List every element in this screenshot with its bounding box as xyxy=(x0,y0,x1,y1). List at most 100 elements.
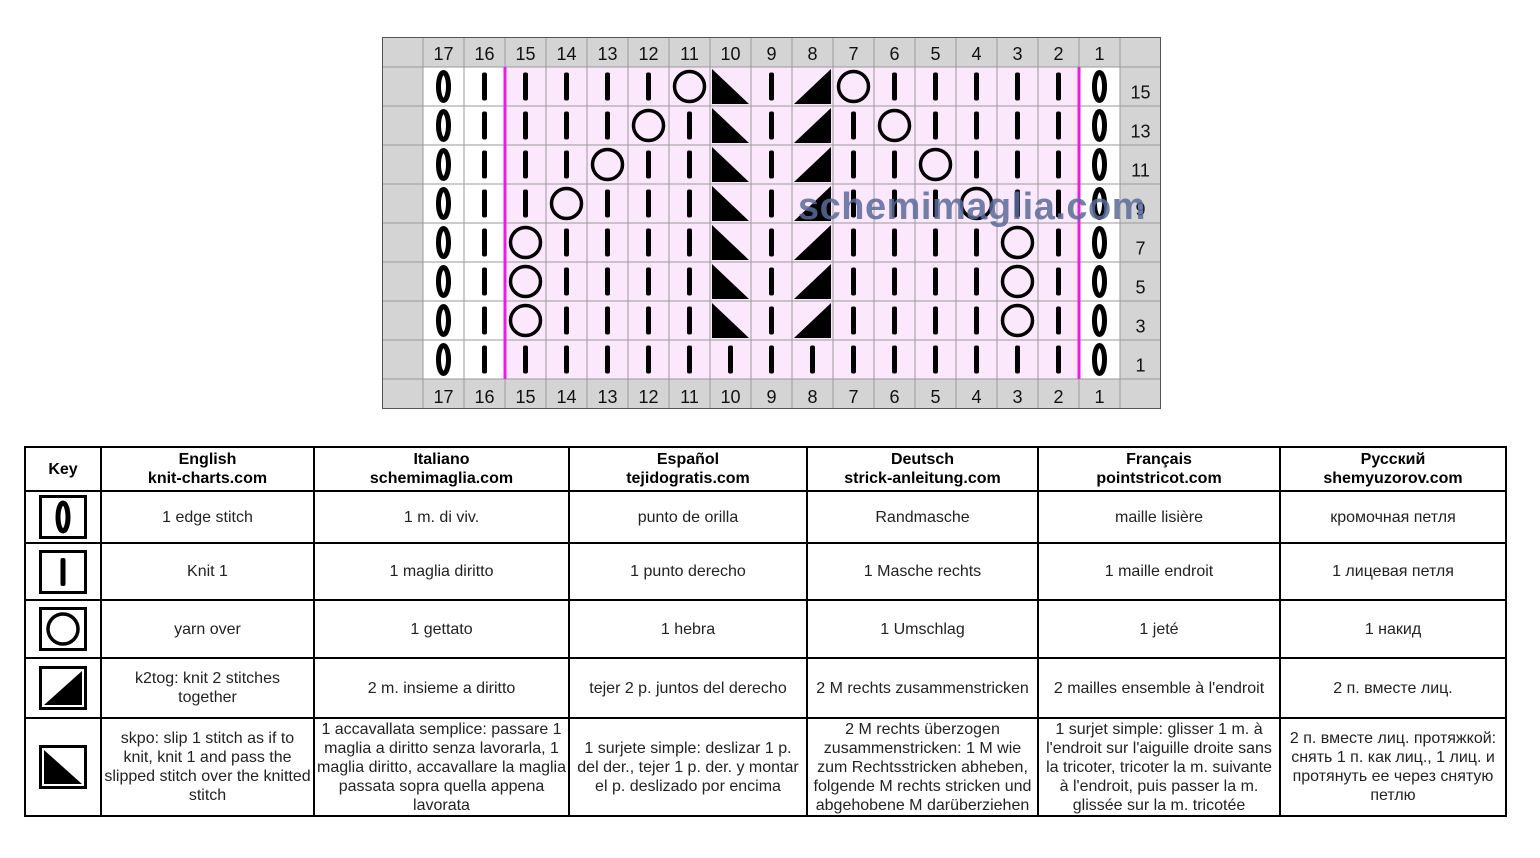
knit-icon xyxy=(687,306,692,335)
knit-icon xyxy=(605,345,610,374)
header-website: schemimaglia.com xyxy=(369,470,514,487)
column-number-top: 6 xyxy=(889,44,899,64)
knit-icon xyxy=(564,150,569,179)
knit-icon xyxy=(646,150,651,179)
edge-stitch-icon xyxy=(436,343,451,376)
header-language: Key xyxy=(48,460,78,478)
key-symbol-box xyxy=(39,549,87,594)
knit-icon xyxy=(482,228,487,257)
knit-icon xyxy=(564,306,569,335)
knit-icon xyxy=(1015,111,1020,140)
key-translation-cell: 1 накид xyxy=(1279,599,1507,659)
key-row: skpo: slip 1 stitch as if to knit, knit … xyxy=(24,717,1507,817)
key-translation-cell: 1 edge stitch xyxy=(100,490,315,544)
key-translation-cell: 1 surjet simple: glisser 1 m. à l'endroi… xyxy=(1037,717,1281,817)
edge-stitch-icon xyxy=(1092,226,1107,259)
column-number-top: 13 xyxy=(597,44,617,64)
skpo-icon xyxy=(44,750,82,784)
knit-icon xyxy=(1015,345,1020,374)
knit-icon xyxy=(687,228,692,257)
key-symbol-cell xyxy=(24,599,102,659)
key-translation-cell: 1 лицевая петля xyxy=(1279,542,1507,601)
knit-icon xyxy=(974,72,979,101)
k2tog-icon xyxy=(794,264,831,299)
edge-stitch-icon xyxy=(1092,343,1107,376)
row-number: 1 xyxy=(1135,356,1145,376)
knit-icon xyxy=(892,150,897,179)
knit-icon xyxy=(523,189,528,218)
knit-icon xyxy=(687,267,692,296)
key-translation-cell: Randmasche xyxy=(806,490,1039,544)
edge-stitch-icon xyxy=(1092,304,1107,337)
column-number-top: 16 xyxy=(474,44,494,64)
column-number-top: 4 xyxy=(971,44,981,64)
column-number-bottom: 7 xyxy=(848,387,858,407)
yarn-over-icon xyxy=(918,147,953,182)
knit-icon xyxy=(933,111,938,140)
key-translation-cell: кромочная петля xyxy=(1279,490,1507,544)
column-number-top: 9 xyxy=(766,44,776,64)
knit-icon xyxy=(564,345,569,374)
column-number-bottom: 9 xyxy=(766,387,776,407)
knit-icon xyxy=(564,228,569,257)
yarn-over-icon xyxy=(836,69,871,104)
key-translation-cell: 1 gettato xyxy=(313,599,570,659)
knit-icon xyxy=(482,267,487,296)
knit-icon xyxy=(646,228,651,257)
key-column-header: Key xyxy=(24,446,102,492)
knit-icon xyxy=(851,345,856,374)
column-number-bottom: 3 xyxy=(1012,387,1022,407)
knit-icon xyxy=(851,267,856,296)
key-symbol-box xyxy=(39,745,87,789)
column-number-top: 10 xyxy=(720,44,740,64)
column-number-top: 2 xyxy=(1053,44,1063,64)
edge-stitch-icon xyxy=(1092,187,1107,220)
header-language: Русский xyxy=(1360,451,1426,468)
knit-icon xyxy=(1056,72,1061,101)
key-translation-cell: 1 maglia diritto xyxy=(313,542,570,601)
knit-icon xyxy=(974,150,979,179)
yarn-over-icon xyxy=(631,108,666,143)
knit-icon xyxy=(564,111,569,140)
key-translation-cell: 1 Umschlag xyxy=(806,599,1039,659)
yarn-over-icon xyxy=(46,612,80,646)
knit-icon xyxy=(892,345,897,374)
column-number-bottom: 16 xyxy=(474,387,494,407)
key-symbol-box xyxy=(39,666,87,710)
key-translation-cell: punto de orilla xyxy=(568,490,808,544)
knit-icon xyxy=(974,111,979,140)
edge-stitch-icon xyxy=(55,500,71,534)
knit-icon xyxy=(769,306,774,335)
edge-stitch-icon xyxy=(1092,70,1107,103)
chart-border xyxy=(382,37,1161,409)
knit-icon xyxy=(605,111,610,140)
knit-icon xyxy=(892,228,897,257)
key-translation-cell: 1 maille endroit xyxy=(1037,542,1281,601)
row-number: 9 xyxy=(1135,200,1145,220)
knit-icon xyxy=(851,228,856,257)
knit-icon xyxy=(564,72,569,101)
header-language: Español xyxy=(656,451,720,468)
column-number-top: 3 xyxy=(1012,44,1022,64)
knit-icon xyxy=(1056,267,1061,296)
skpo-icon xyxy=(712,264,749,299)
skpo-icon xyxy=(712,186,749,221)
key-translation-cell: 1 surjete simple: deslizar 1 p. del der.… xyxy=(568,717,808,817)
knit-icon xyxy=(769,111,774,140)
column-number-bottom: 17 xyxy=(433,387,453,407)
yarn-over-icon xyxy=(1000,303,1035,338)
column-number-bottom: 13 xyxy=(597,387,617,407)
column-number-top: 12 xyxy=(638,44,658,64)
edge-stitch-icon xyxy=(436,265,451,298)
knit-icon xyxy=(769,150,774,179)
key-translation-cell: 2 M rechts überzogen zusammenstricken: 1… xyxy=(806,717,1039,817)
knit-icon xyxy=(687,111,692,140)
chart-grid: 1717161615151414131312121111101099887766… xyxy=(382,37,1161,409)
knit-icon xyxy=(892,189,897,218)
knit-icon xyxy=(60,557,66,586)
yarn-over-icon xyxy=(508,264,543,299)
